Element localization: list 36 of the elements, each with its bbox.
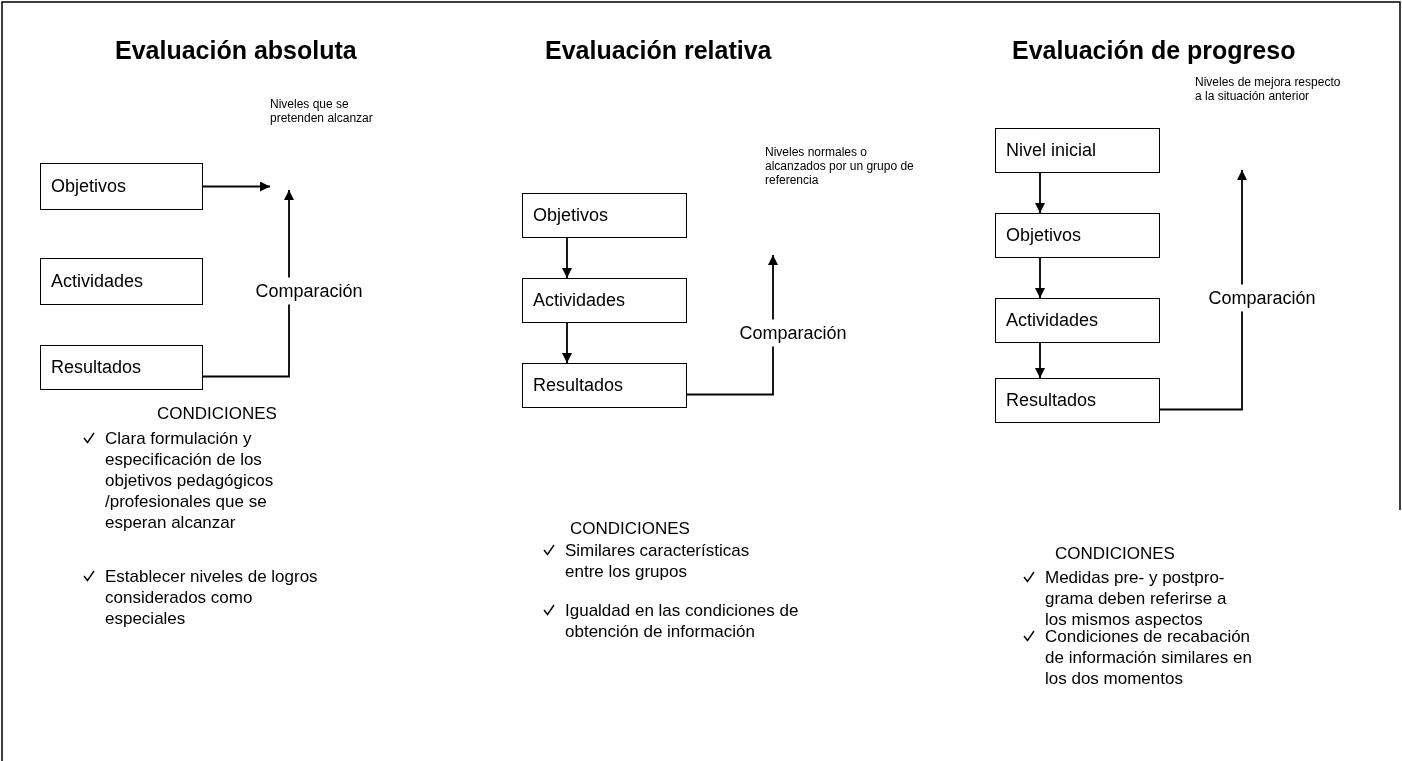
process-box: Actividades — [995, 298, 1160, 343]
process-box: Resultados — [995, 378, 1160, 423]
process-box: Actividades — [40, 258, 203, 305]
process-box: Objetivos — [995, 213, 1160, 258]
arrow — [202, 189, 294, 378]
edge-label: Comparación — [737, 319, 849, 347]
target-level-text: Niveles de mejora respecto a la situación anterior — [1195, 75, 1342, 103]
condition-text: Similares características entre los grupos — [565, 540, 751, 582]
section-heading: CONDICIONES — [157, 403, 277, 424]
section-heading: CONDICIONES — [570, 518, 690, 539]
arrow — [562, 237, 572, 279]
process-box: Actividades — [522, 278, 687, 323]
edge-label: Comparación — [253, 277, 365, 305]
arrow — [686, 254, 778, 396]
condition-text: Medidas pre- y postpro-grama deben referirse a los mismos aspectos — [1045, 567, 1228, 630]
target-level-text: Niveles que se pretenden alcanzar — [270, 97, 374, 125]
section-heading: CONDICIONES — [1055, 543, 1175, 564]
arrow — [562, 322, 572, 364]
arrow — [1035, 342, 1045, 379]
column-heading: Evaluación relativa — [545, 40, 772, 61]
arrow — [1035, 172, 1045, 214]
edge-label: Comparación — [1206, 284, 1318, 312]
process-box: Nivel inicial — [995, 128, 1160, 173]
condition-text: Clara formulación y especificación de los objetivos pedagógicos /profesionales que se esperan alcanzar — [105, 428, 275, 533]
process-box: Objetivos — [40, 163, 203, 210]
process-box: Resultados — [522, 363, 687, 408]
process-box: Objetivos — [522, 193, 687, 238]
condition-text: Igualdad en las condiciones de obtención de información — [565, 600, 800, 642]
process-box: Resultados — [40, 345, 203, 390]
arrow — [1035, 257, 1045, 299]
arrow — [1159, 169, 1247, 411]
column-heading: Evaluación absoluta — [115, 40, 357, 61]
arrow — [202, 181, 271, 192]
condition-text: Condiciones de recabación de información similares en los dos momentos — [1045, 627, 1253, 689]
target-level-text: Niveles normales o alcanzados por un grupo de referencia — [765, 145, 915, 187]
condition-text: Establecer niveles de logros considerados como especiales — [105, 566, 319, 629]
